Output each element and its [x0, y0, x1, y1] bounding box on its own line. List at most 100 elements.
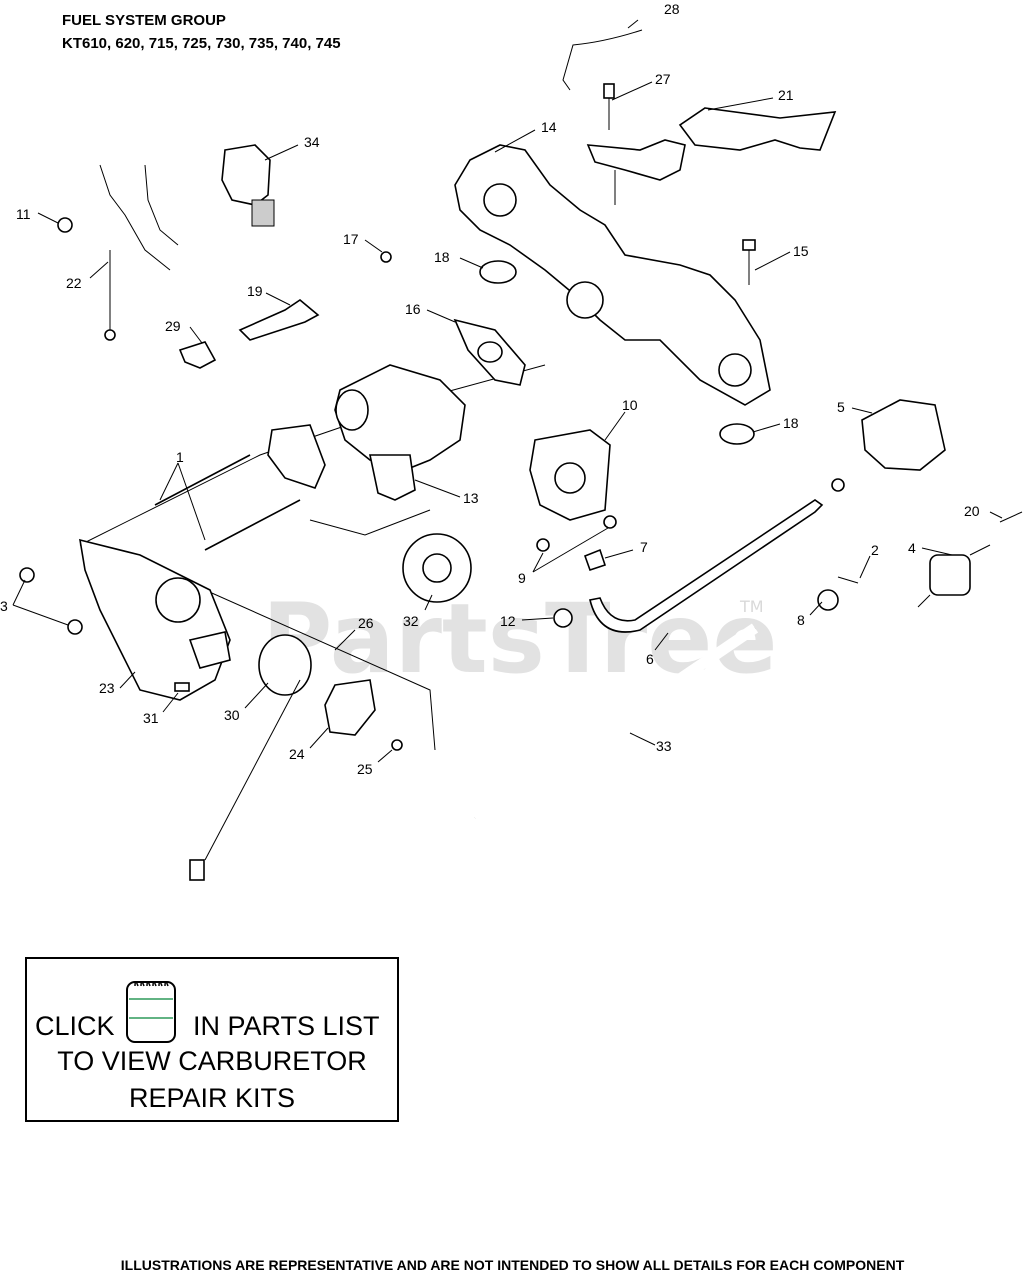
part-9-fitting[interactable] — [603, 515, 617, 529]
callout-18b[interactable]: 18 — [783, 415, 799, 431]
callout-29[interactable]: 29 — [165, 318, 181, 334]
callout-28[interactable]: 28 — [664, 1, 680, 17]
callout-26[interactable]: 26 — [358, 615, 374, 631]
part-11-screw[interactable] — [57, 217, 73, 233]
part-30-connector — [189, 859, 205, 881]
part-22-harness — [144, 164, 179, 246]
callout-32[interactable]: 32 — [403, 613, 419, 629]
callout-2[interactable]: 2 — [871, 542, 879, 558]
part-34-spring — [251, 199, 275, 227]
callout-33[interactable]: 33 — [656, 738, 672, 754]
part-21-bracket[interactable] — [586, 139, 686, 181]
part-20-pin[interactable] — [999, 511, 1023, 523]
part-2-screw[interactable] — [837, 576, 859, 584]
part-5-filter[interactable] — [861, 399, 946, 471]
part-28-line[interactable] — [562, 29, 643, 91]
part-15-bolt[interactable] — [742, 239, 756, 251]
part-4-nipple — [917, 594, 931, 608]
callout-8[interactable]: 8 — [797, 612, 805, 628]
callout-9[interactable]: 9 — [518, 570, 526, 586]
part-12-filter[interactable] — [553, 608, 573, 628]
callout-15[interactable]: 15 — [793, 243, 809, 259]
watermark-trademark: TM — [739, 597, 764, 616]
part-22-terminal — [104, 329, 116, 341]
part-31-clip[interactable] — [174, 682, 190, 692]
part-16-hole — [477, 341, 503, 363]
disclaimer-footer: ILLUSTRATIONS ARE REPRESENTATIVE AND ARE… — [120, 1257, 905, 1273]
note-click-text: CLICK — [35, 1011, 115, 1041]
callout-30[interactable]: 30 — [224, 707, 240, 723]
callout-6[interactable]: 6 — [646, 651, 654, 667]
part-22-harness[interactable] — [99, 164, 171, 271]
page-title: FUEL SYSTEM GROUP — [62, 12, 226, 29]
part-8-clip[interactable] — [817, 589, 839, 611]
callout-19[interactable]: 19 — [247, 283, 263, 299]
part-34-solenoid[interactable] — [221, 144, 271, 206]
part-3-nut[interactable] — [19, 567, 35, 583]
callout-16[interactable]: 16 — [405, 301, 421, 317]
callout-20[interactable]: 20 — [964, 503, 980, 519]
callout-14[interactable]: 14 — [541, 119, 557, 135]
part-1-stud[interactable] — [204, 499, 301, 551]
carburetor-kit-note: CLICK IN PARTS LIST TO VIEW CARBURETOR R… — [25, 957, 399, 1122]
callout-25[interactable]: 25 — [357, 761, 373, 777]
part-7-clamp[interactable] — [583, 548, 607, 572]
part-27-screw[interactable] — [603, 83, 615, 99]
callout-5[interactable]: 5 — [837, 399, 845, 415]
callout-27[interactable]: 27 — [655, 71, 671, 87]
callout-23[interactable]: 23 — [99, 680, 115, 696]
part-23-base[interactable] — [79, 538, 231, 701]
part-33-hose — [471, 623, 759, 823]
callout-31[interactable]: 31 — [143, 710, 159, 726]
callout-7[interactable]: 7 — [640, 539, 648, 555]
part-5-clamp — [831, 478, 845, 492]
part-14-manifold[interactable] — [454, 144, 771, 406]
part-21-lever[interactable] — [678, 107, 837, 151]
part-3-nut[interactable] — [67, 619, 83, 635]
callout-10[interactable]: 10 — [622, 397, 638, 413]
part-1-stud[interactable] — [154, 454, 251, 506]
callout-11[interactable]: 11 — [16, 206, 31, 222]
part-30-sensor[interactable] — [258, 634, 312, 696]
part-24-gasket[interactable] — [324, 679, 376, 736]
part-30-cable — [204, 679, 301, 861]
notepad-icon[interactable] — [125, 974, 177, 1044]
callout-4[interactable]: 4 — [908, 540, 916, 556]
callout-17[interactable]: 17 — [343, 231, 359, 247]
part-29-fitting[interactable] — [178, 341, 217, 369]
callout-22[interactable]: 22 — [66, 275, 82, 291]
watermark-text: PartsTree — [262, 583, 777, 695]
part-6-fuel-line[interactable] — [589, 499, 824, 633]
callout-3[interactable]: 3 — [0, 598, 8, 614]
part-9-fitting[interactable] — [536, 538, 550, 552]
part-23-boss — [155, 577, 201, 623]
part-13-carburetor[interactable] — [334, 364, 466, 471]
callout-24[interactable]: 24 — [289, 746, 305, 762]
part-13-bowl — [369, 454, 416, 501]
note-line-2: TO VIEW CARBURETOR — [57, 1046, 367, 1076]
callout-21[interactable]: 21 — [778, 87, 794, 103]
note-parts-list-text: IN PARTS LIST — [193, 1011, 380, 1041]
part-18-gasket[interactable] — [719, 423, 755, 445]
part-25-screw[interactable] — [391, 739, 403, 751]
callout-1[interactable]: 1 — [176, 449, 184, 465]
callout-13[interactable]: 13 — [463, 490, 479, 506]
note-line-3: REPAIR KITS — [128, 1083, 296, 1113]
callout-18a[interactable]: 18 — [434, 249, 450, 265]
callout-12[interactable]: 12 — [500, 613, 516, 629]
leader-lines — [12, 19, 1003, 763]
part-17-nut[interactable] — [380, 251, 392, 263]
part-19-hose[interactable] — [238, 299, 320, 341]
part-14-port — [483, 183, 517, 217]
part-13-throat — [335, 389, 369, 431]
part-gasket-carb[interactable] — [267, 424, 326, 489]
part-4-nipple — [969, 544, 991, 556]
part-18-gasket[interactable] — [479, 260, 517, 284]
part-10-port — [554, 462, 586, 494]
callout-34[interactable]: 34 — [304, 134, 320, 150]
part-4-filter[interactable] — [929, 554, 971, 596]
part-14-port — [718, 353, 752, 387]
model-list: KT610, 620, 715, 725, 730, 735, 740, 745 — [62, 35, 341, 52]
part-14-port — [566, 281, 604, 319]
